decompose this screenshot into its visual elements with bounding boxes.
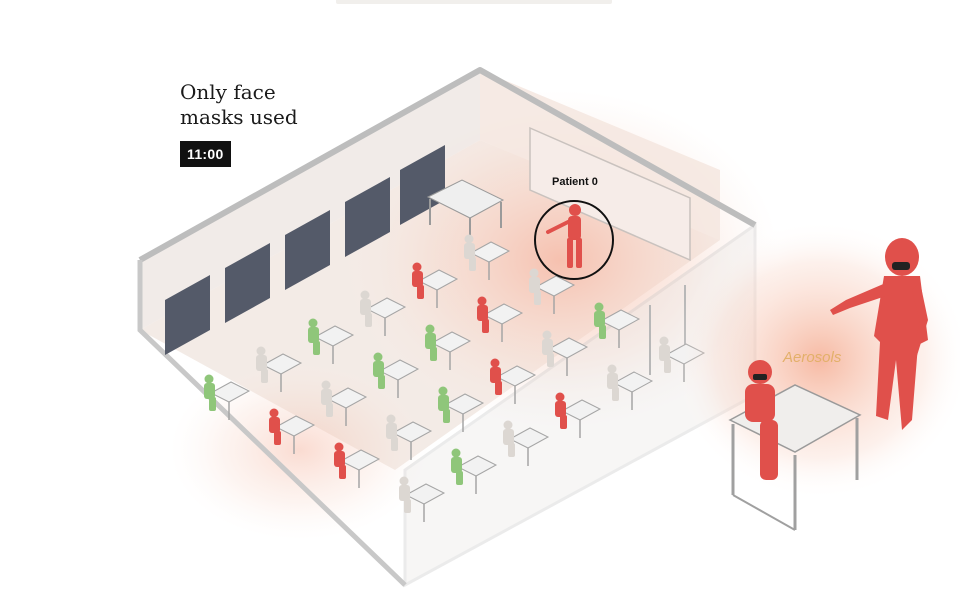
student-neutral bbox=[386, 414, 398, 451]
student-desk bbox=[274, 415, 316, 437]
student-desk bbox=[209, 381, 251, 403]
closeup-standing-person bbox=[830, 238, 928, 430]
teacher-desk bbox=[426, 179, 505, 246]
student-desk bbox=[456, 455, 498, 477]
student-desk bbox=[534, 275, 576, 297]
student-desk bbox=[378, 359, 420, 381]
student-desk bbox=[313, 325, 355, 347]
scenario-title-line1: Only face bbox=[180, 80, 276, 104]
patient-zero-label: Patient 0 bbox=[552, 176, 598, 188]
student-desk bbox=[560, 399, 602, 421]
student-infected bbox=[334, 442, 346, 479]
patient-zero-ring bbox=[534, 200, 614, 280]
room-wall-rim-left bbox=[137, 260, 407, 587]
student-desk bbox=[495, 365, 537, 387]
student-healthy bbox=[438, 386, 450, 423]
student-neutral bbox=[321, 380, 333, 417]
top-edge-bar bbox=[336, 0, 612, 4]
student-infected bbox=[490, 358, 502, 395]
window-1 bbox=[165, 275, 210, 355]
student-healthy bbox=[204, 374, 216, 411]
student-desk bbox=[365, 297, 407, 319]
aerosol-glow-lower bbox=[170, 360, 430, 540]
student-neutral bbox=[542, 330, 554, 367]
student-healthy bbox=[373, 352, 385, 389]
student-healthy bbox=[594, 302, 606, 339]
student-desk bbox=[469, 241, 511, 263]
closeup-standing-mask-icon bbox=[892, 262, 910, 270]
student-neutral bbox=[464, 234, 476, 271]
window-3 bbox=[285, 210, 330, 290]
student-healthy bbox=[425, 324, 437, 361]
student-infected bbox=[477, 296, 489, 333]
room-wall-rim bbox=[138, 67, 757, 263]
student-desk bbox=[430, 331, 472, 353]
student-desk bbox=[326, 387, 368, 409]
student-infected bbox=[555, 392, 567, 429]
student-infected bbox=[269, 408, 281, 445]
scenario-title-line2: masks used bbox=[180, 105, 298, 129]
student-neutral bbox=[360, 290, 372, 327]
student-desks bbox=[209, 241, 706, 522]
student-desk bbox=[417, 269, 459, 291]
student-neutral bbox=[607, 364, 619, 401]
patient-zero-figure bbox=[546, 204, 582, 268]
student-desk bbox=[547, 337, 589, 359]
window-5 bbox=[400, 145, 445, 225]
student-healthy bbox=[308, 318, 320, 355]
student-desk bbox=[261, 353, 303, 375]
student-neutral bbox=[399, 476, 411, 513]
scenario-title: Only face masks used bbox=[180, 80, 380, 130]
window-2 bbox=[225, 243, 270, 323]
student-desk bbox=[391, 421, 433, 443]
student-desk bbox=[404, 483, 446, 505]
student-desk bbox=[599, 309, 641, 331]
students bbox=[204, 234, 671, 513]
student-infected bbox=[412, 262, 424, 299]
whiteboard bbox=[529, 126, 691, 262]
window-4 bbox=[345, 177, 390, 257]
closeup-seated-mask-icon bbox=[753, 374, 767, 380]
student-neutral bbox=[256, 346, 268, 383]
student-desk bbox=[508, 427, 550, 449]
student-neutral bbox=[659, 336, 671, 373]
student-neutral bbox=[503, 420, 515, 457]
student-desk bbox=[443, 393, 485, 415]
aerosols-label: Aerosols bbox=[783, 349, 842, 366]
student-desk bbox=[339, 449, 381, 471]
student-desk bbox=[482, 303, 524, 325]
time-badge: 11:00 bbox=[180, 141, 231, 167]
room-wall-back-left bbox=[140, 70, 480, 330]
student-healthy bbox=[451, 448, 463, 485]
student-desk bbox=[612, 371, 654, 393]
student-neutral bbox=[529, 268, 541, 305]
